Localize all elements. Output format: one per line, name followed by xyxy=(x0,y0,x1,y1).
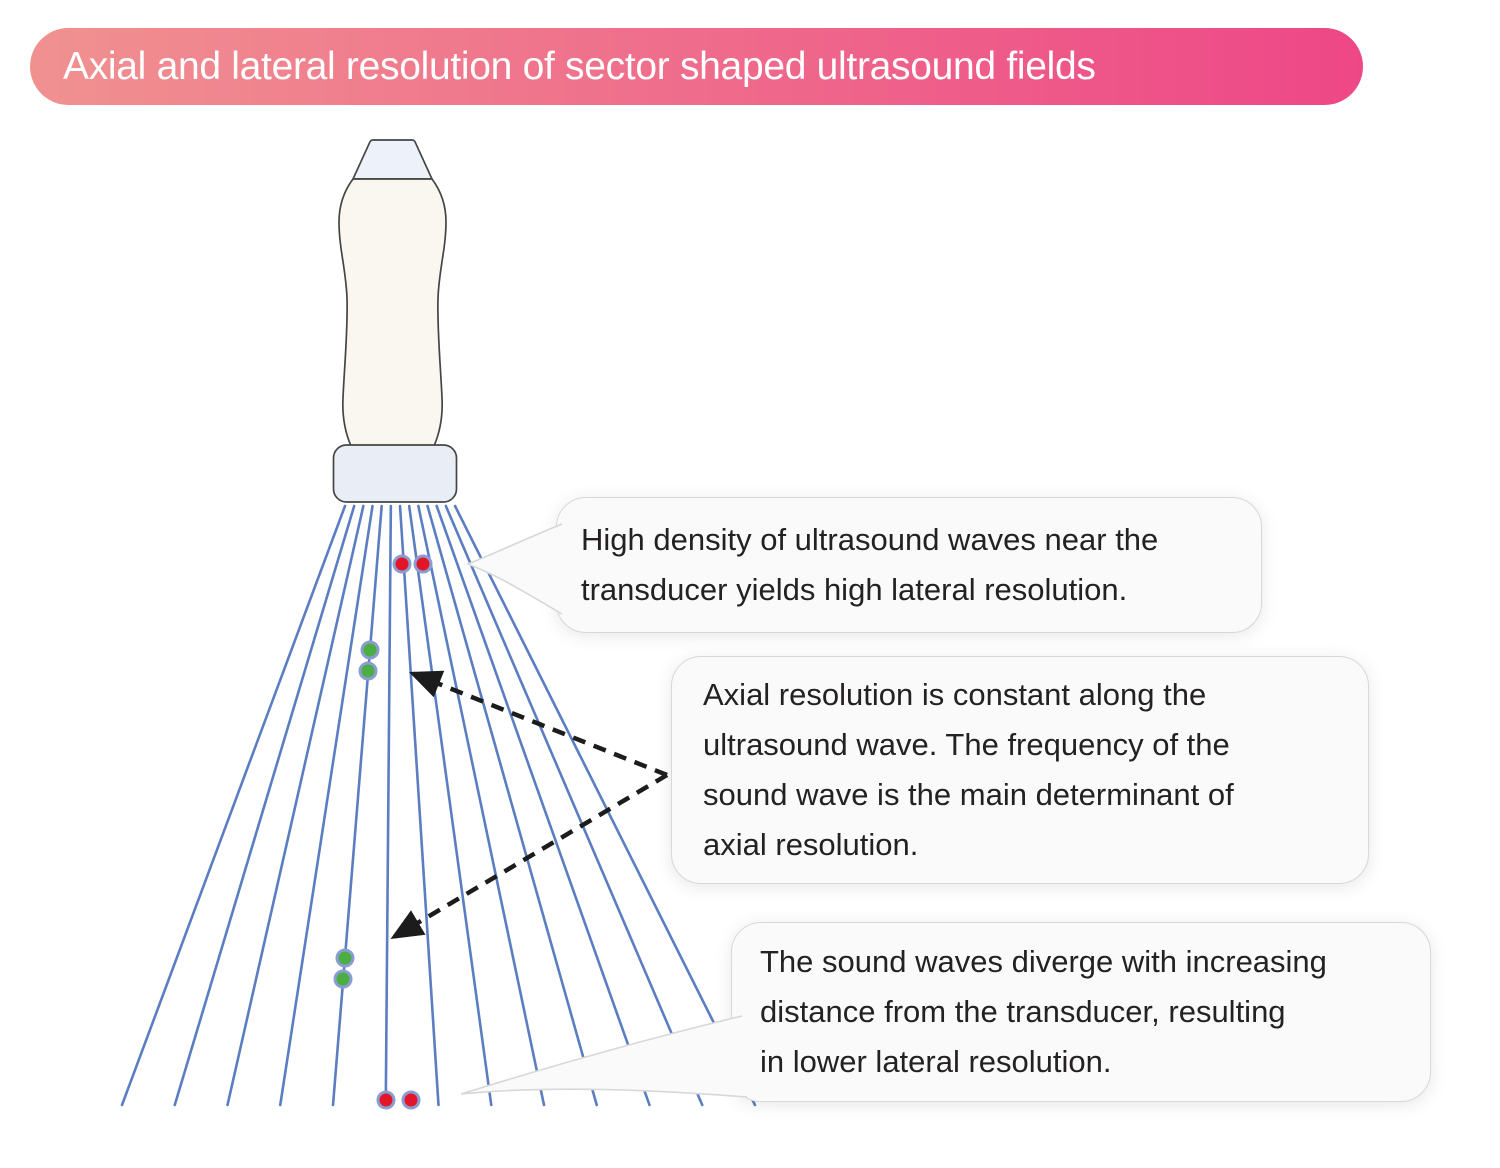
green-dot xyxy=(335,948,355,968)
red-dot-pair-near-transducer xyxy=(392,554,433,574)
axial-arrow-to-upper-green-pair xyxy=(408,670,668,778)
callout-far-field-text: The sound waves diverge with increasing … xyxy=(760,944,1327,1079)
beam-line xyxy=(278,504,374,1107)
beam-line xyxy=(426,504,599,1107)
transducer-cap xyxy=(351,139,434,180)
callout-axial-resolution: Axial resolution is constant along the u… xyxy=(671,656,1369,884)
page-title: Axial and lateral resolution of sector s… xyxy=(63,44,1096,88)
beam-line xyxy=(226,504,365,1107)
green-dot xyxy=(358,661,378,681)
green-dot-pair-lower xyxy=(333,948,355,989)
beam-line xyxy=(384,504,393,1107)
beam-line xyxy=(417,504,546,1107)
beam-line xyxy=(120,504,347,1107)
green-dot xyxy=(360,640,380,660)
callout-axial-resolution-text: Axial resolution is constant along the u… xyxy=(703,677,1234,862)
red-dot xyxy=(392,554,412,574)
transducer-head xyxy=(332,444,458,503)
callout-far-field: The sound waves diverge with increasing … xyxy=(731,922,1431,1102)
green-dot xyxy=(333,969,353,989)
red-dot xyxy=(376,1090,396,1110)
red-dot xyxy=(413,554,433,574)
ultrasound-transducer xyxy=(332,139,458,503)
resolution-dot-pairs xyxy=(333,554,433,1110)
green-dot-pair-upper xyxy=(358,640,380,681)
beam-line xyxy=(407,504,493,1107)
beam-line xyxy=(173,504,356,1107)
axial-resolution-arrows xyxy=(390,670,669,940)
red-dot xyxy=(401,1090,421,1110)
callout-near-field: High density of ultrasound waves near th… xyxy=(556,497,1262,633)
callout-near-field-text: High density of ultrasound waves near th… xyxy=(581,522,1159,607)
transducer-body xyxy=(338,178,447,447)
title-banner: Axial and lateral resolution of sector s… xyxy=(30,28,1363,105)
red-dot-pair-far xyxy=(376,1090,421,1110)
beam-line xyxy=(398,504,440,1107)
beam-line xyxy=(331,504,383,1107)
axial-arrow-to-lower-green-pair xyxy=(390,773,669,940)
